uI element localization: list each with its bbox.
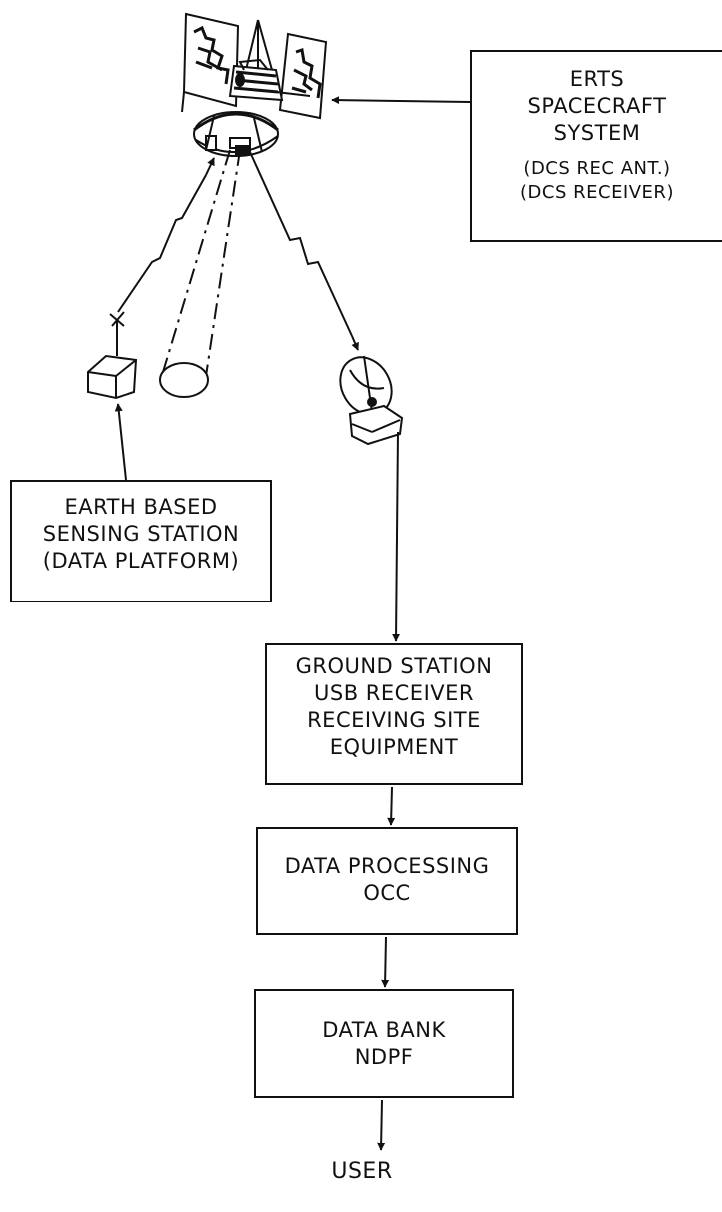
left-solar-panel [181, 12, 240, 113]
data-bank-box: DATA BANK NDPF [254, 989, 514, 1098]
earth-line-2: SENSING STATION [42, 522, 240, 546]
erts-sub-line-2: (DCS RECEIVER) [520, 182, 674, 203]
bank-line-2: NDPF [354, 1045, 414, 1069]
earth-line-3: (DATA PLATFORM) [42, 549, 240, 573]
right-solar-panel [278, 32, 328, 120]
bank-line-1: DATA BANK [322, 1018, 446, 1042]
processing-line-1: DATA PROCESSING [284, 854, 490, 878]
satellite-body [228, 19, 311, 102]
earth-line-1: EARTH BASED [64, 495, 218, 519]
data-processing-box: DATA PROCESSING OCC [256, 827, 518, 935]
arrow-earth-to-station [114, 403, 127, 481]
erts-line-1: ERTS [569, 67, 625, 91]
processing-line-2: OCC [363, 881, 411, 905]
ground-station-box: GROUND STATION USB RECEIVER RECEIVING SI… [265, 643, 523, 785]
ground-line-3: RECEIVING SITE [307, 708, 481, 732]
earth-sensing-station-box: EARTH BASED SENSING STATION (DATA PLATFO… [10, 480, 272, 602]
arrow-processing-to-bank [381, 936, 390, 988]
ground-line-1: GROUND STATION [295, 654, 493, 678]
arrow-bank-to-user [377, 1099, 386, 1151]
ground-line-2: USB RECEIVER [314, 681, 474, 705]
downlink-signal [249, 151, 359, 351]
user-label: USER [331, 1159, 393, 1184]
erts-line-2: SPACECRAFT [527, 94, 667, 118]
satellite-icon [181, 12, 328, 157]
arrow-ground-to-processing [387, 786, 396, 826]
sensing-station-icon [87, 311, 138, 400]
sensor-beam [159, 149, 241, 398]
ground-line-4: EQUIPMENT [329, 735, 459, 759]
ground-antenna-icon [339, 355, 404, 446]
uplink-signal [117, 157, 215, 313]
satellite-ring [193, 111, 279, 157]
erts-spacecraft-box: ERTS SPACECRAFT SYSTEM (DCS REC ANT.) (D… [470, 50, 722, 242]
arrow-erts-to-satellite [331, 96, 471, 105]
arrow-antenna-to-ground [392, 431, 401, 642]
erts-sub-line-1: (DCS REC ANT.) [523, 158, 671, 179]
erts-line-3: SYSTEM [553, 121, 641, 145]
